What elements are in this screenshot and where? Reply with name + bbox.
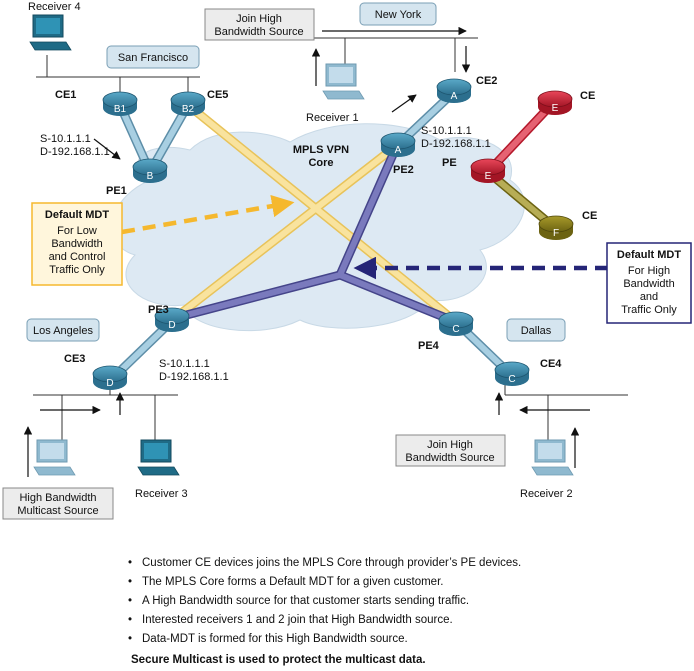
label-ce1: CE1 xyxy=(55,89,76,101)
sg-group-sf: D-192.168.1.1 xyxy=(40,146,110,158)
mdt-high-line3: and xyxy=(640,291,658,303)
router-ce1[interactable]: B1 xyxy=(102,91,138,116)
mdt-low-title: Default MDT xyxy=(45,209,109,221)
router-letter: B2 xyxy=(182,104,195,115)
label-ce3: CE3 xyxy=(64,353,85,365)
label-pe-e: PE xyxy=(442,157,457,169)
mdt-low-line4: Traffic Only xyxy=(49,264,105,276)
router-letter: C xyxy=(452,324,459,335)
label-pe2: PE2 xyxy=(393,164,414,176)
label-ce2: CE2 xyxy=(476,75,497,87)
label-pe3: PE3 xyxy=(148,304,169,316)
router-letter: A xyxy=(395,145,402,156)
city-san-francisco: San Francisco xyxy=(118,52,188,64)
label-pe4: PE4 xyxy=(418,340,440,352)
city-dallas: Dallas xyxy=(521,325,552,337)
label-ce5: CE5 xyxy=(207,89,228,101)
network-diagram: B1 B2 B A A E E F D xyxy=(2,1,692,520)
router-pe3[interactable]: D xyxy=(154,307,190,332)
mdt-low-line2: Bandwidth xyxy=(51,238,102,250)
core-label-line2: Core xyxy=(308,157,333,169)
sg-source-sf: S-10.1.1.1 xyxy=(40,133,91,145)
default-mdt-high-box: Default MDT For High Bandwidth and Traff… xyxy=(606,242,692,324)
sg-group-ny: D-192.168.1.1 xyxy=(421,138,491,150)
label-ce-e: CE xyxy=(580,90,595,102)
city-new-york: New York xyxy=(375,9,422,21)
sg-group-la: D-192.168.1.1 xyxy=(159,371,229,383)
note-item: The MPLS Core forms a Default MDT for a … xyxy=(128,573,688,592)
router-letter: E xyxy=(485,171,492,182)
label-ce-f: CE xyxy=(582,210,597,222)
mdt-low-line1: For Low xyxy=(57,225,97,237)
router-letter: F xyxy=(553,228,559,239)
explanation-notes: Customer CE devices joins the MPLS Core … xyxy=(128,554,688,649)
router-ce3[interactable]: D xyxy=(92,365,128,390)
router-ce5[interactable]: B2 xyxy=(170,91,206,116)
traffic-arrows xyxy=(23,26,590,477)
label-receiver2: Receiver 2 xyxy=(520,488,573,500)
hb-source-line1: High Bandwidth xyxy=(19,492,96,504)
router-letter: B1 xyxy=(114,104,127,115)
mdt-high-title: Default MDT xyxy=(617,249,681,261)
label-receiver4: Receiver 4 xyxy=(28,1,81,13)
join-dallas-line2: Bandwidth Source xyxy=(405,452,494,464)
host-hb-source[interactable] xyxy=(33,439,76,476)
mpls-core-cloud xyxy=(111,123,525,332)
sg-source-la: S-10.1.1.1 xyxy=(159,358,210,370)
footer-note: Secure Multicast is used to protect the … xyxy=(131,654,426,666)
mdt-low-line3: and Control xyxy=(49,251,106,263)
city-los-angeles: Los Angeles xyxy=(33,325,93,337)
router-ce2[interactable]: A xyxy=(436,78,472,103)
hb-source-line2: Multicast Source xyxy=(17,505,98,517)
core-label-line1: MPLS VPN xyxy=(293,144,349,156)
note-item: Customer CE devices joins the MPLS Core … xyxy=(128,554,688,573)
router-letter: D xyxy=(168,320,175,331)
host-receiver2[interactable] xyxy=(531,439,574,476)
router-letter: D xyxy=(106,378,113,389)
sg-source-ny: S-10.1.1.1 xyxy=(421,125,472,137)
router-pe4[interactable]: C xyxy=(438,311,474,336)
router-pe2[interactable]: A xyxy=(380,132,416,157)
router-letter: C xyxy=(508,374,515,385)
label-ce4: CE4 xyxy=(540,358,562,370)
host-receiver3[interactable] xyxy=(137,439,180,476)
mdt-high-line2: Bandwidth xyxy=(623,278,674,290)
host-receiver1[interactable] xyxy=(322,63,365,100)
router-ce-e[interactable]: E xyxy=(537,90,573,115)
join-ny-line2: Bandwidth Source xyxy=(214,26,303,38)
mdt-high-line1: For High xyxy=(628,265,670,277)
note-item: Interested receivers 1 and 2 join that H… xyxy=(128,611,688,630)
router-ce4[interactable]: C xyxy=(494,361,530,386)
mdt-high-line4: Traffic Only xyxy=(621,304,677,316)
router-pe-e[interactable]: E xyxy=(470,158,506,183)
host-receiver4[interactable] xyxy=(29,14,72,51)
join-ny-line1: Join High xyxy=(236,13,282,25)
default-mdt-low-box: Default MDT For Low Bandwidth and Contro… xyxy=(31,202,123,286)
note-item: Data-MDT is formed for this High Bandwid… xyxy=(128,630,688,649)
note-item: A High Bandwidth source for that custome… xyxy=(128,592,688,611)
router-pe1[interactable]: B xyxy=(132,158,168,183)
label-receiver3: Receiver 3 xyxy=(135,488,188,500)
join-dallas-line1: Join High xyxy=(427,439,473,451)
router-ce-f[interactable]: F xyxy=(538,215,574,240)
router-letter: B xyxy=(147,171,154,182)
default-mdt-low-arrow xyxy=(121,194,295,235)
router-letter: A xyxy=(451,91,458,102)
router-letter: E xyxy=(552,103,559,114)
label-pe1: PE1 xyxy=(106,185,127,197)
label-receiver1: Receiver 1 xyxy=(306,112,359,124)
